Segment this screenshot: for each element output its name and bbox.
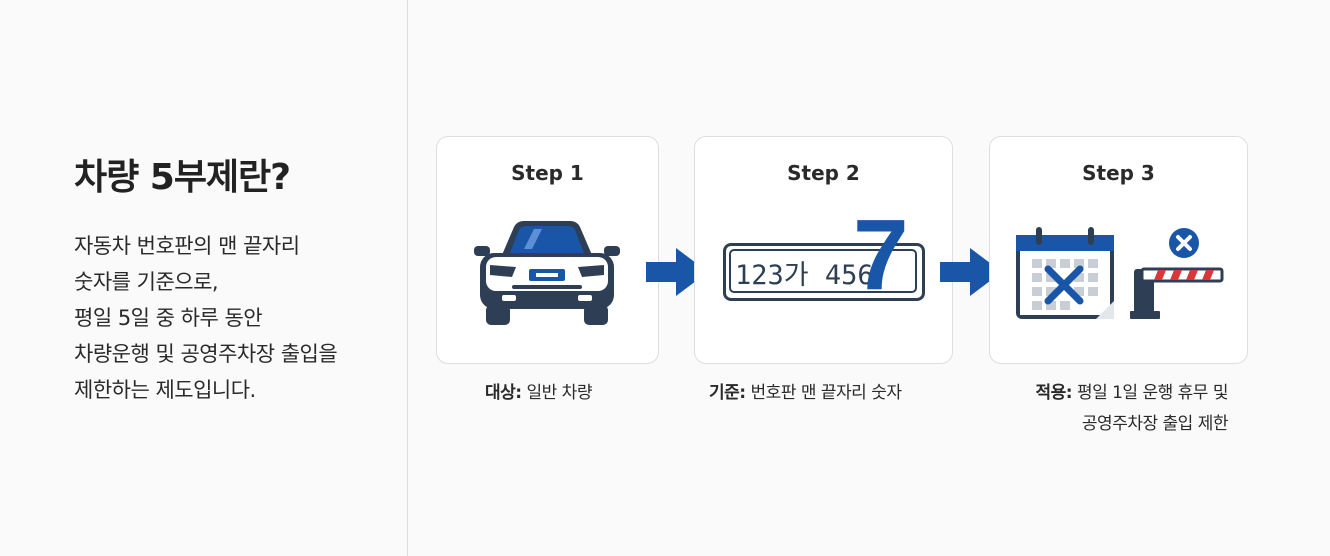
plate-number-text: 123가 456 bbox=[735, 260, 874, 291]
caption-value: 번호판 맨 끝자리 숫자 bbox=[750, 383, 902, 403]
license-plate-icon: 123가 456 bbox=[723, 243, 925, 301]
caption-value: 일반 차량 bbox=[526, 383, 593, 403]
arrow-right-icon bbox=[940, 248, 1002, 296]
description-line: 차량운행 및 공영주차장 출입을 bbox=[74, 342, 338, 366]
description-line: 자동차 번호판의 맨 끝자리 bbox=[74, 234, 300, 258]
step-3-caption: 적용: 평일 1일 운행 휴무 및 공영주차장 출입 제한 bbox=[1004, 378, 1228, 434]
caption-key: 기준: bbox=[709, 383, 746, 403]
arrow-right-icon bbox=[646, 248, 708, 296]
intro-description: 자동차 번호판의 맨 끝자리 숫자를 기준으로, 평일 5일 중 하루 동안 차… bbox=[74, 228, 394, 408]
vertical-divider bbox=[407, 0, 408, 556]
caption-value-line1: 평일 1일 운행 휴무 및 bbox=[1076, 383, 1229, 403]
description-line: 제한하는 제도입니다. bbox=[74, 378, 256, 402]
description-line: 평일 5일 중 하루 동안 bbox=[74, 306, 263, 330]
step-1-card: Step 1 bbox=[436, 136, 659, 364]
page-title: 차량 5부제란? bbox=[74, 157, 291, 198]
caption-key: 적용: bbox=[1035, 383, 1073, 403]
car-icon bbox=[474, 221, 620, 325]
step-3-label: Step 3 bbox=[1082, 161, 1155, 185]
step-1-caption: 대상: 일반 차량 bbox=[485, 378, 592, 403]
step-2-card: Step 2 123가 456 7 bbox=[694, 136, 953, 364]
intro-panel: 차량 5부제란? 자동차 번호판의 맨 끝자리 숫자를 기준으로, 평일 5일 … bbox=[74, 148, 394, 408]
calendar-restriction-icon bbox=[1016, 227, 1114, 319]
description-line: 숫자를 기준으로, bbox=[74, 270, 219, 294]
caption-key: 대상: bbox=[485, 383, 522, 403]
plate-last-digit: 7 bbox=[853, 199, 909, 311]
step-3-card: Step 3 bbox=[989, 136, 1248, 364]
caption-value-line2: 공영주차장 출입 제한 bbox=[1081, 414, 1229, 434]
step-2-label: Step 2 bbox=[787, 161, 860, 185]
step-1-label: Step 1 bbox=[511, 161, 584, 185]
step-2-caption: 기준: 번호판 맨 끝자리 숫자 bbox=[709, 378, 902, 403]
parking-barrier-icon bbox=[1130, 228, 1224, 319]
